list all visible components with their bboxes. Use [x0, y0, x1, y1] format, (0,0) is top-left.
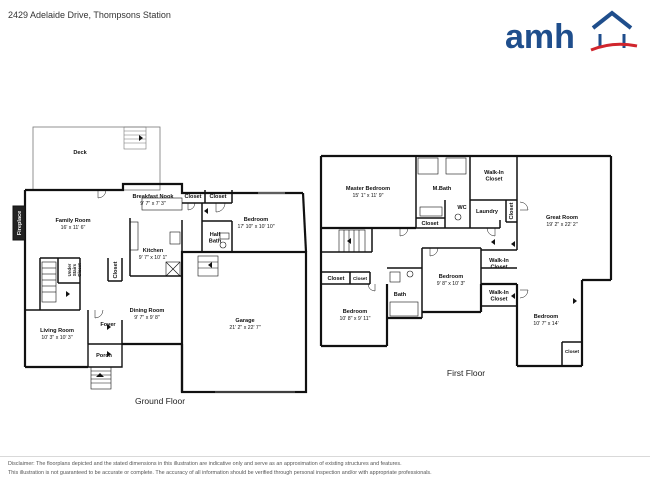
closet-a-label: Closet — [184, 194, 201, 200]
master-bedroom-dim: 15' 1" x 11' 9" — [353, 193, 384, 199]
dining-room-dim: 9' 7" x 9' 8" — [134, 315, 160, 321]
breakfast-nook-dim: 9' 7" x 7' 3" — [140, 201, 166, 207]
bedroom-left-label: Bedroom — [343, 309, 368, 315]
first-floor-plan — [319, 154, 613, 368]
living-room-label: Living Room — [40, 328, 74, 334]
bedroom-ground-label: Bedroom — [244, 217, 269, 223]
logo-swoosh-icon — [590, 42, 638, 52]
disclaimer-line-1: Disclaimer: The floorplans depicted and … — [8, 461, 402, 467]
laundry-label: Laundry — [476, 209, 499, 215]
family-room-dim: 16' x 11' 6" — [61, 225, 86, 231]
bedroom-right-label: Bedroom — [534, 314, 559, 320]
deck-stairs — [123, 126, 147, 150]
kitchen-dim: 9' 7" x 10' 1" — [139, 255, 168, 261]
amh-logo: amh — [505, 10, 638, 54]
master-bedroom-label: Master Bedroom — [346, 186, 390, 192]
house-roof-icon — [591, 10, 633, 30]
porch-label: Porch — [96, 353, 112, 359]
property-address: 2429 Adelaide Drive, Thompsons Station — [8, 10, 171, 20]
m-bath-label: M.Bath — [433, 186, 452, 192]
family-room-label: Family Room — [55, 218, 90, 224]
closet-b-label: Closet — [209, 194, 226, 200]
fireplace-block — [12, 205, 26, 241]
fireplace-label: Fireplace — [17, 211, 23, 236]
garage-dim: 21' 2" x 22' 7" — [229, 325, 260, 331]
bath-label: Bath — [394, 292, 407, 298]
closet-e-label: Closet — [509, 202, 515, 219]
great-room-label: Great Room — [546, 215, 578, 221]
disclaimer-line-2: This illustration is not guaranteed to b… — [8, 469, 432, 476]
dining-room-label: Dining Room — [130, 308, 165, 314]
closet-h-label: Closet — [565, 349, 580, 354]
deck-outline — [32, 126, 161, 191]
closet-d-label: Closet — [421, 221, 438, 227]
breakfast-nook-label: Breakfast Nook — [132, 194, 174, 200]
wc-label: WC — [457, 205, 466, 211]
great-room-dim: 19' 2" x 22' 2" — [546, 222, 577, 228]
footer-divider — [0, 456, 650, 457]
logo-wordmark: amh — [505, 18, 575, 54]
ground-floor-plan — [12, 126, 308, 394]
closet-c-label: Closet — [113, 261, 119, 278]
garage-label: Garage — [235, 318, 254, 324]
disclaimer: Disclaimer: The floorplans depicted and … — [8, 460, 638, 477]
bedroom-left-dim: 10' 8" x 9' 11" — [340, 316, 371, 322]
bedroom-center-dim: 9' 8" x 10' 3" — [437, 281, 466, 287]
bedroom-ground-dim: 17' 10" x 10' 10" — [237, 224, 274, 230]
under-stairs-closet-label: UnderStairsCloset — [67, 263, 82, 277]
foyer-label: Foyer — [100, 322, 116, 328]
living-room-dim: 10' 3" x 10' 3" — [41, 335, 72, 341]
deck-label: Deck — [73, 150, 87, 156]
bedroom-right-dim: 10' 7" x 14' — [533, 321, 558, 327]
ground-floor-title: Ground Floor — [135, 396, 185, 406]
closet-g-label: Closet — [353, 276, 368, 281]
kitchen-label: Kitchen — [143, 248, 164, 254]
bedroom-center-label: Bedroom — [439, 274, 464, 280]
closet-f-label: Closet — [327, 276, 344, 282]
first-floor-title: First Floor — [447, 368, 485, 378]
